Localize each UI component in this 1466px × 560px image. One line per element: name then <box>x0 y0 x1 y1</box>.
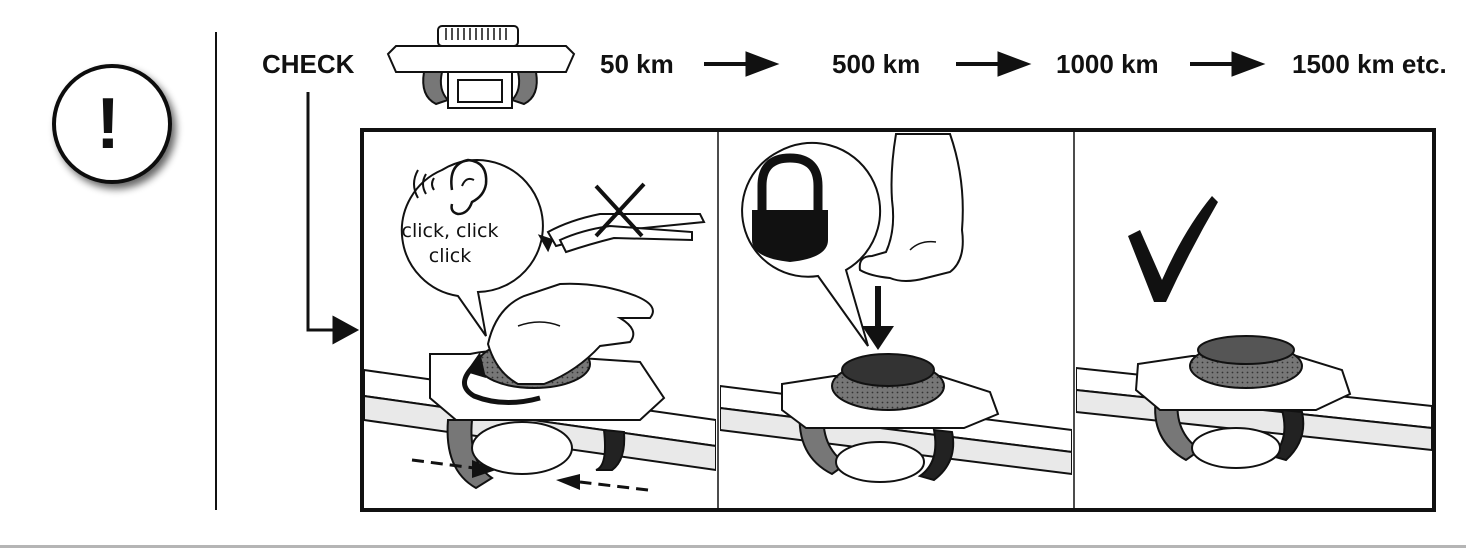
pliers-crossed-icon <box>537 213 706 254</box>
warning-glyph: ! <box>96 84 120 164</box>
cross-mark-icon <box>594 182 646 238</box>
step1-illustration <box>364 158 716 492</box>
step2-illustration <box>720 133 1072 483</box>
padlock-icon <box>752 153 828 262</box>
timeline-arrows <box>704 51 1266 77</box>
distance-50km: 50 km <box>600 49 674 79</box>
carrier-foot-icon <box>386 25 576 109</box>
exclamation-circle-icon <box>52 64 172 184</box>
step3-illustration <box>1076 196 1432 469</box>
ear-icon <box>450 158 488 216</box>
checkmark-icon <box>1128 196 1218 302</box>
distance-1000km: 1000 km <box>1056 49 1159 79</box>
bubble-click-line1: click, click <box>401 220 499 242</box>
down-arrow-icon <box>862 286 894 350</box>
rotate-arrow-icon <box>462 362 541 406</box>
footer-rule <box>0 545 1466 548</box>
flow-arrow <box>306 92 360 345</box>
distance-500km: 500 km <box>832 49 921 79</box>
sound-waves-icon <box>413 169 435 199</box>
hand-press-icon <box>858 133 964 282</box>
distance-1500km: 1500 km etc. <box>1292 49 1447 79</box>
check-label: CHECK <box>262 49 355 79</box>
bubble-click-line2: click <box>428 245 472 267</box>
